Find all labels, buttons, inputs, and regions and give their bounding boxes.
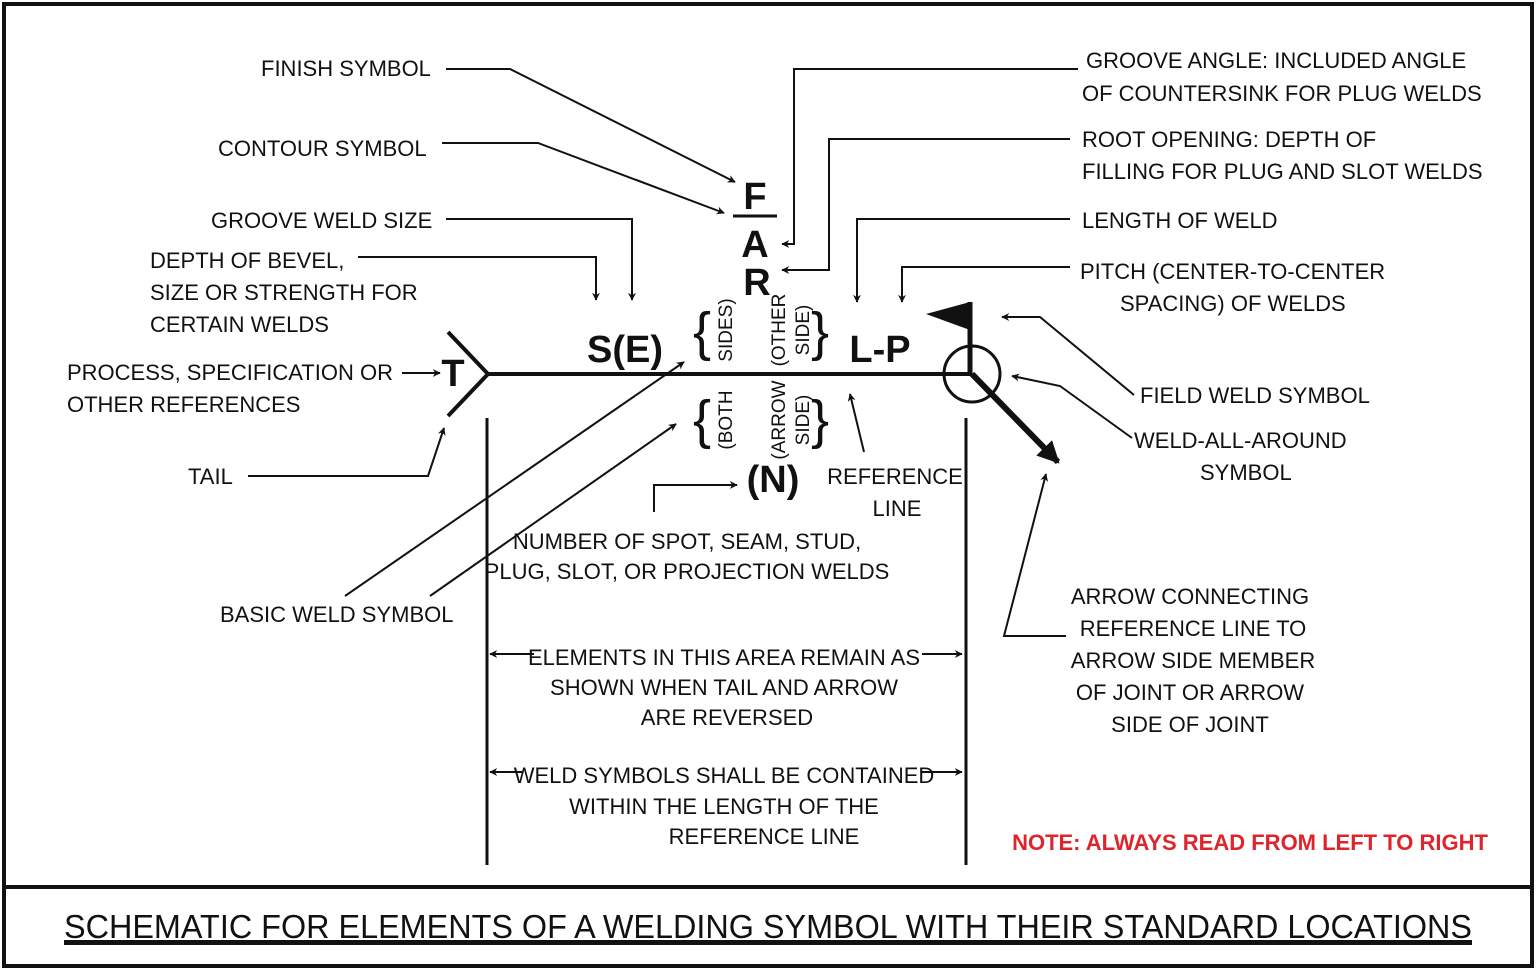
schematic-caption: SCHEMATIC FOR ELEMENTS OF A WELDING SYMB…	[64, 908, 1472, 945]
groove-angle-letter: A	[741, 224, 768, 266]
read-direction-note: NOTE: ALWAYS READ FROM LEFT TO RIGHT	[1012, 830, 1488, 855]
depth-of-bevel-line3: CERTAIN WELDS	[150, 312, 329, 337]
arrow-connecting-leader	[1002, 473, 1066, 637]
tail-label: TAIL	[188, 464, 233, 489]
number-leader	[653, 481, 738, 512]
reference-line-label-line1: REFERENCE	[827, 464, 963, 489]
bevel-leader	[358, 256, 600, 301]
tail-process-letter: T	[441, 353, 464, 395]
elements-area-line3: ARE REVERSED	[641, 705, 813, 730]
arrow-connecting-line5: SIDE OF JOINT	[1111, 712, 1269, 737]
finish-letter: F	[743, 176, 766, 218]
arrow-connecting-line2: REFERENCE LINE TO	[1080, 616, 1307, 641]
pitch-leader	[898, 266, 1070, 303]
number-of-welds-line1: NUMBER OF SPOT, SEAM, STUD,	[513, 529, 861, 554]
groove-angle-leader	[781, 68, 1078, 248]
contour-leader	[442, 142, 725, 215]
length-pitch-symbol: L-P	[849, 329, 910, 371]
pitch-line2: SPACING) OF WELDS	[1120, 291, 1346, 316]
tail-upper	[446, 330, 490, 376]
number-of-welds-line2: PLUG, SLOT, OR PROJECTION WELDS	[485, 559, 890, 584]
weld-all-around-leader	[1011, 373, 1133, 439]
arrow-connecting-line1: ARROW CONNECTING	[1071, 584, 1309, 609]
both-sides-top: SIDES)	[716, 298, 737, 361]
elements-area-line1: ELEMENTS IN THIS AREA REMAIN AS	[528, 645, 920, 670]
pitch-line1: PITCH (CENTER-TO-CENTER	[1080, 259, 1385, 284]
both-sides-bottom: (BOTH	[716, 390, 737, 449]
brace-top-left: {	[693, 302, 711, 362]
root-opening-line1: ROOT OPENING: DEPTH OF	[1082, 127, 1376, 152]
basic-weld-leader-2	[429, 423, 677, 597]
depth-of-bevel-line1: DEPTH OF BEVEL,	[150, 248, 344, 273]
groove-angle-line1: GROOVE ANGLE: INCLUDED ANGLE	[1086, 48, 1466, 73]
contained-line3: REFERENCE LINE	[669, 824, 860, 849]
arrow-side-line2: SIDE)	[793, 395, 814, 446]
reference-line-label-line2: LINE	[873, 496, 922, 521]
tail-leader	[248, 427, 446, 477]
process-label-line1: PROCESS, SPECIFICATION OR	[67, 360, 393, 385]
contained-line2: WITHIN THE LENGTH OF THE	[569, 794, 879, 819]
arrow-connecting-line3: ARROW SIDE MEMBER	[1071, 648, 1315, 673]
elements-area-line2: SHOWN WHEN TAIL AND ARROW	[550, 675, 898, 700]
other-side-line1: (OTHER	[769, 294, 790, 367]
root-opening-letter: R	[743, 262, 770, 304]
arrow-leader	[969, 371, 1061, 465]
groove-angle-line2: OF COUNTERSINK FOR PLUG WELDS	[1082, 81, 1482, 106]
arrow-side-line1: (ARROW	[769, 380, 790, 459]
brace-bottom-right: }	[811, 390, 829, 450]
root-opening-line2: FILLING FOR PLUG AND SLOT WELDS	[1082, 159, 1483, 184]
weld-all-around-line1: WELD-ALL-AROUND	[1134, 428, 1347, 453]
contour-symbol-label: CONTOUR SYMBOL	[218, 136, 427, 161]
length-of-weld-label: LENGTH OF WELD	[1082, 208, 1278, 233]
depth-of-bevel-line2: SIZE OR STRENGTH FOR	[150, 280, 418, 305]
process-label-line2: OTHER REFERENCES	[67, 392, 300, 417]
basic-weld-symbol-label: BASIC WELD SYMBOL	[220, 602, 454, 627]
length-leader	[853, 218, 1070, 303]
size-symbol: S(E)	[587, 329, 663, 371]
leader-lines	[248, 68, 1135, 776]
groove-size-leader	[446, 218, 636, 301]
field-weld-symbol-label: FIELD WELD SYMBOL	[1140, 383, 1370, 408]
weld-all-around-line2: SYMBOL	[1200, 460, 1292, 485]
tail-lower	[446, 372, 490, 418]
reference-line-leader	[847, 393, 865, 453]
basic-weld-leader-1	[344, 361, 685, 597]
root-opening-leader	[781, 138, 1070, 274]
number-symbol: (N)	[747, 459, 800, 501]
other-side-line2: SIDE)	[793, 305, 814, 356]
field-weld-leader	[1001, 313, 1135, 396]
brace-bottom-left: {	[693, 390, 711, 450]
finish-symbol-label: FINISH SYMBOL	[261, 56, 431, 81]
brace-top-right: }	[811, 302, 829, 362]
field-weld-flag	[926, 302, 970, 330]
finish-leader	[446, 68, 736, 183]
weld-symbol	[446, 214, 1061, 865]
arrow-connecting-line4: OF JOINT OR ARROW	[1076, 680, 1304, 705]
groove-weld-size-label: GROOVE WELD SIZE	[211, 208, 432, 233]
contained-line1: WELD SYMBOLS SHALL BE CONTAINED	[514, 763, 935, 788]
